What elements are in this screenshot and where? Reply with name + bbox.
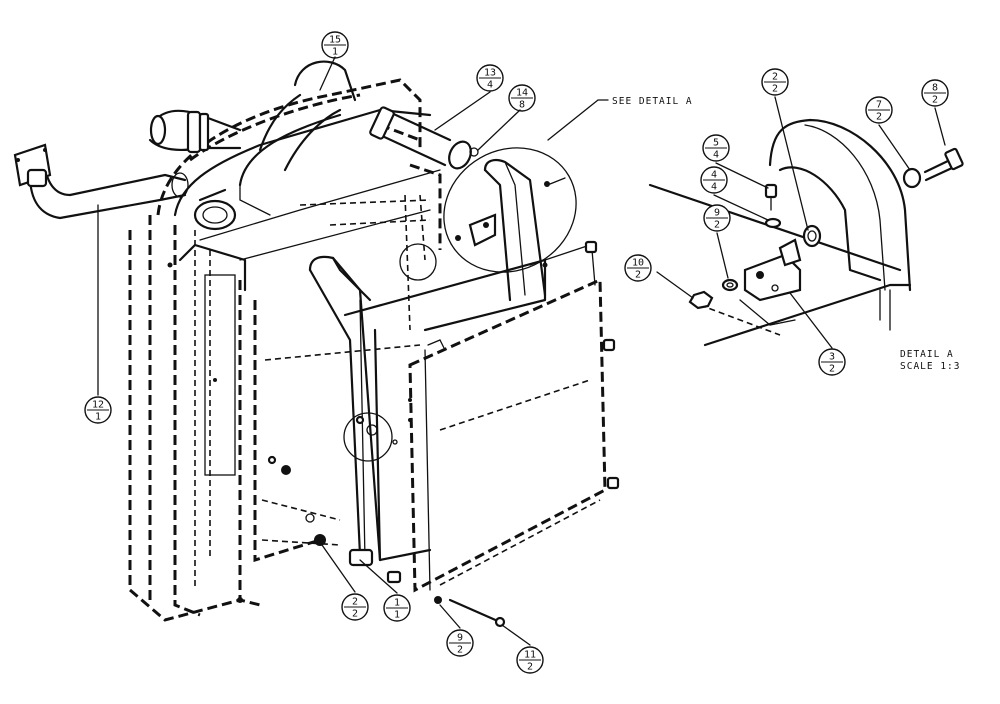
callout-quantity: 4 — [487, 80, 493, 91]
callout-part-number: 7 — [876, 100, 882, 111]
callout-part-number: 8 — [932, 83, 938, 94]
callout-quantity: 2 — [635, 270, 641, 281]
detail-a-view — [648, 118, 964, 347]
radiator-core — [167, 169, 441, 603]
callout-quantity: 2 — [527, 662, 533, 673]
callout-quantity: 1 — [332, 47, 338, 58]
callout-balloon-c1: 11 — [383, 594, 411, 622]
callout-balloon-c5: 54 — [702, 134, 730, 162]
callout-balloon-c11: 112 — [516, 646, 544, 674]
callout-balloon-c10: 102 — [624, 254, 652, 282]
callout-balloon-c7: 72 — [865, 96, 893, 124]
callout-balloon-c2b: 22 — [761, 68, 789, 96]
top-tank — [173, 108, 432, 217]
upper-hoses — [148, 60, 479, 231]
callout-balloon-c15: 151 — [321, 31, 349, 59]
detail-title-label: DETAIL A — [900, 349, 954, 360]
callout-balloon-c12: 121 — [84, 396, 112, 424]
callout-part-number: 9 — [714, 208, 720, 219]
callout-quantity: 8 — [519, 100, 525, 111]
center-panel — [343, 244, 591, 562]
see-detail-label: SEE DETAIL A — [612, 96, 693, 107]
leader-lines — [97, 56, 946, 646]
callout-quantity: 2 — [457, 645, 463, 656]
callout-quantity: 2 — [932, 95, 938, 106]
callout-balloon-c13: 134 — [476, 64, 504, 92]
callout-part-number: 1 — [394, 598, 400, 609]
callout-part-number: 9 — [457, 633, 463, 644]
fasteners — [267, 177, 566, 628]
callout-balloon-c4: 44 — [700, 166, 728, 194]
callout-part-number: 12 — [92, 400, 104, 411]
callout-part-number: 11 — [524, 650, 536, 661]
callout-quantity: 2 — [352, 609, 358, 620]
main-bracket — [468, 213, 497, 247]
callout-part-number: 2 — [772, 72, 778, 83]
callout-quantity: 4 — [711, 182, 717, 193]
callout-part-number: 10 — [632, 258, 644, 269]
callout-quantity: 2 — [714, 220, 720, 231]
callout-part-number: 4 — [711, 170, 717, 181]
callout-balloon-c2a: 22 — [341, 593, 369, 621]
callout-part-number: 3 — [829, 352, 835, 363]
callout-part-number: 14 — [516, 88, 528, 99]
long-hose-left — [13, 143, 189, 220]
left-upright-bar — [308, 255, 382, 567]
callout-part-number: 15 — [329, 35, 341, 46]
callout-balloon-c3: 32 — [818, 348, 846, 376]
callout-quantity: 1 — [394, 610, 400, 621]
detail-scale-label: SCALE 1:3 — [900, 361, 960, 372]
callout-quantity: 4 — [713, 150, 719, 161]
callout-balloon-c14: 148 — [508, 84, 536, 112]
callout-part-number: 5 — [713, 138, 719, 149]
callout-part-number: 13 — [484, 68, 496, 79]
callout-quantity: 2 — [829, 364, 835, 375]
callout-balloon-c9b: 92 — [703, 204, 731, 232]
callout-part-number: 2 — [352, 597, 358, 608]
condenser-panel — [386, 240, 620, 593]
callout-quantity: 2 — [876, 112, 882, 123]
right-upright-bar — [483, 159, 547, 302]
detail-callout-ring — [343, 99, 609, 462]
main-assembly — [13, 60, 620, 628]
rear-shroud-frame — [128, 78, 442, 622]
callout-balloon-c8: 82 — [921, 79, 949, 107]
callout-quantity: 1 — [95, 412, 101, 423]
callout-quantity: 2 — [772, 84, 778, 95]
callout-balloon-c9a: 92 — [446, 629, 474, 657]
